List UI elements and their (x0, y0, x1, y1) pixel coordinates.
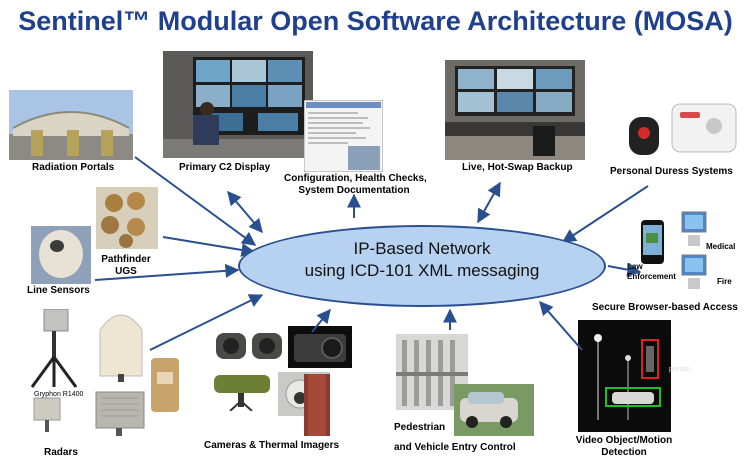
tan-sensor-image (149, 356, 181, 414)
primary-c2-label: Primary C2 Display (179, 162, 271, 173)
backup-control-room-image (445, 60, 585, 160)
duress-device-image (670, 98, 740, 156)
pedestrian-label-line2: and Vehicle Entry Control (394, 442, 516, 453)
law-label-line1: Law (627, 262, 643, 271)
arrow-line-sensors (94, 263, 240, 281)
arrow-radars (149, 294, 264, 351)
person-tag-label: person (669, 366, 691, 373)
line-sensors-label: Line Sensors (27, 285, 90, 296)
primary-c2-display-image (163, 51, 313, 158)
pathfinder-label-line1: Pathfinder (101, 254, 151, 265)
configuration-label-line1: Configuration, Health Checks, (284, 173, 427, 184)
panel-radar-image (92, 390, 148, 436)
duress-pendant-image (625, 115, 667, 157)
configuration-document-image (304, 100, 383, 172)
arrow-cameras (311, 308, 331, 333)
binoculars-image (212, 325, 286, 363)
duress-label: Personal Duress Systems (610, 166, 733, 177)
pathfinder-ugs-image (96, 187, 158, 249)
arrow-pathfinder (162, 236, 256, 257)
law-label-line2: Enforcement (627, 272, 676, 281)
arrow-backup (477, 181, 501, 224)
ip-network-hub (238, 225, 606, 307)
pedestrian-label: Pedestrian and Vehicle Entry Control (394, 418, 516, 458)
law-enforcement-label: Law Enforcement (627, 262, 676, 282)
arrow-duress (561, 185, 649, 243)
medical-label: Medical (706, 242, 736, 251)
cameras-label: Cameras & Thermal Imagers (204, 440, 340, 451)
vehicle-gate-image (454, 384, 534, 436)
dome-radar-image (94, 306, 148, 382)
radiation-portals-image (9, 90, 133, 160)
configuration-label: Configuration, Health Checks, System Doc… (284, 173, 427, 197)
video-label-line2: Detection (601, 447, 647, 458)
arrow-primary-c2 (227, 190, 263, 234)
computer-fire-image (680, 253, 708, 291)
gryphon-radar-image (28, 309, 80, 389)
camera-pole-image (304, 374, 330, 436)
smartphone-image (640, 219, 665, 265)
fire-label: Fire (717, 277, 732, 286)
pathfinder-label: Pathfinder UGS (95, 254, 157, 278)
pathfinder-label-line2: UGS (115, 266, 137, 277)
radars-label: Radars (44, 447, 78, 458)
small-radar-image (30, 394, 64, 432)
hub-line1: IP-Based Network (353, 239, 491, 258)
hub-line2: using ICD-101 XML messaging (304, 261, 540, 280)
thermal-camera-image (288, 326, 352, 368)
video-detection-label: Video Object/Motion Detection (568, 435, 680, 459)
arrow-secure-browser (607, 262, 642, 277)
gryphon-label: Gryphon R1400 (34, 391, 84, 398)
computer-medical-image (680, 210, 708, 248)
green-thermal-imager-image (212, 371, 274, 411)
line-sensor-image (31, 226, 91, 284)
pedestrian-label-line1: Pedestrian (394, 422, 446, 433)
arrow-video (539, 300, 583, 351)
video-label-line1: Video Object/Motion (575, 435, 673, 446)
radiation-portals-label: Radiation Portals (32, 162, 115, 173)
secure-browser-label: Secure Browser-based Access (592, 302, 738, 313)
backup-label: Live, Hot-Swap Backup (462, 162, 573, 173)
hub-text: IP-Based Network using ICD-101 XML messa… (238, 238, 606, 282)
page-title: Sentinel™ Modular Open Software Architec… (18, 6, 733, 36)
configuration-label-line2: System Documentation (298, 185, 410, 196)
video-detection-image (578, 320, 671, 432)
